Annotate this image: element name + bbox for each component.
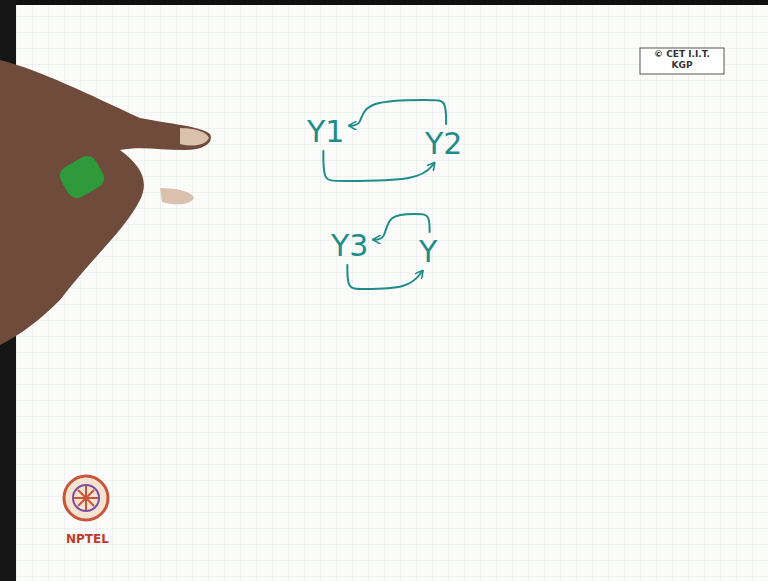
watermark-text: © CET I.I.T. KGP — [640, 48, 724, 72]
logo-ring — [64, 476, 108, 520]
watermark-box — [640, 48, 724, 74]
watermark: © CET I.I.T. KGP — [640, 48, 724, 72]
variable-label: Y3 — [331, 229, 368, 262]
logo-text: NPTEL — [52, 532, 122, 547]
variable-label: Y2 — [425, 127, 462, 160]
hand-illustration — [0, 60, 211, 345]
pen-cap — [56, 152, 108, 201]
handwritten-variable: Y3 — [326, 226, 373, 265]
hand-shape — [0, 60, 211, 345]
logo-inner-ring — [73, 485, 99, 511]
variable-label: Y1 — [307, 115, 344, 148]
logo-caption: NPTEL — [52, 532, 122, 547]
handwritten-variable: Y1 — [302, 112, 349, 151]
nptel-logo — [64, 476, 108, 520]
handwritten-variable: Y2 — [420, 124, 467, 163]
variable-label: Y — [419, 235, 437, 268]
curved-arrow — [349, 100, 446, 126]
logo-star — [74, 486, 98, 510]
curved-arrow — [347, 265, 422, 289]
top-border — [0, 0, 768, 5]
finger-nail — [180, 128, 209, 146]
handwritten-variable: Y — [414, 232, 442, 271]
thumb-nail — [160, 188, 194, 204]
curved-arrow — [323, 151, 434, 181]
